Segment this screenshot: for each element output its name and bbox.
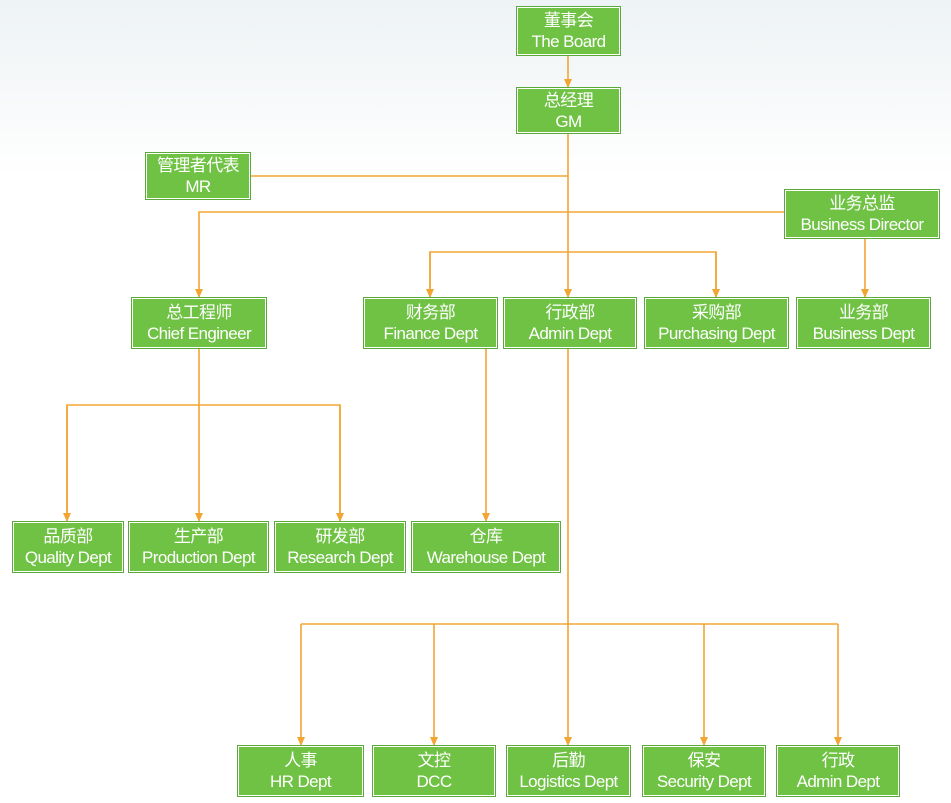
node-security: 保安 Security Dept bbox=[643, 746, 765, 796]
node-admin-2: 行政 Admin Dept bbox=[777, 746, 899, 796]
node-finance-en: Finance Dept bbox=[383, 324, 479, 343]
node-dcc-en: DCC bbox=[416, 772, 452, 791]
node-quality: 品质部 Quality Dept bbox=[13, 522, 123, 572]
node-hr-zh: 人事 bbox=[284, 751, 317, 770]
node-hr-en: HR Dept bbox=[270, 772, 332, 791]
node-logistics-en: Logistics Dept bbox=[519, 772, 618, 791]
node-dcc-zh: 文控 bbox=[417, 751, 451, 770]
node-quality-en: Quality Dept bbox=[24, 548, 112, 567]
node-quality-zh: 品质部 bbox=[43, 527, 93, 546]
node-gm-zh: 总经理 bbox=[543, 90, 594, 110]
node-production: 生产部 Production Dept bbox=[129, 522, 268, 572]
node-mr: 管理者代表 MR bbox=[146, 153, 250, 199]
node-research-en: Research Dept bbox=[287, 548, 393, 567]
node-chief-engineer: 总工程师 Chief Engineer bbox=[132, 298, 266, 348]
node-warehouse: 仓库 Warehouse Dept bbox=[412, 522, 560, 572]
node-board-zh: 董事会 bbox=[543, 11, 594, 30]
node-purchasing: 采购部 Purchasing Dept bbox=[645, 298, 788, 348]
node-bizdir-en: Business Director bbox=[800, 215, 924, 234]
connector-chief-branch bbox=[66, 404, 341, 522]
connector-bizdir-chief bbox=[195, 211, 785, 298]
node-warehouse-en: Warehouse Dept bbox=[426, 548, 546, 567]
node-security-zh: 保安 bbox=[687, 751, 721, 770]
node-finance-zh: 财务部 bbox=[405, 303, 456, 322]
node-business-director: 业务总监 Business Director bbox=[785, 190, 939, 238]
node-business-en: Business Dept bbox=[812, 324, 915, 343]
node-gm-en: GM bbox=[555, 111, 582, 131]
node-gm: 总经理 GM bbox=[517, 88, 620, 133]
node-mr-en: MR bbox=[185, 177, 211, 196]
node-research: 研发部 Research Dept bbox=[275, 522, 405, 572]
node-admin-zh: 行政部 bbox=[545, 303, 595, 322]
node-warehouse-zh: 仓库 bbox=[469, 527, 503, 546]
node-chief-en: Chief Engineer bbox=[146, 324, 252, 343]
node-dcc: 文控 DCC bbox=[373, 746, 495, 796]
node-production-en: Production Dept bbox=[142, 548, 256, 567]
node-finance: 财务部 Finance Dept bbox=[364, 298, 497, 348]
node-security-en: Security Dept bbox=[656, 772, 752, 791]
node-mr-zh: 管理者代表 bbox=[157, 156, 240, 175]
node-admin2-zh: 行政 bbox=[821, 751, 855, 770]
node-admin2-en: Admin Dept bbox=[796, 772, 880, 791]
node-chief-zh: 总工程师 bbox=[166, 303, 232, 322]
connector-finance bbox=[429, 251, 717, 298]
node-research-zh: 研发部 bbox=[315, 527, 365, 546]
node-bizdir-zh: 业务总监 bbox=[829, 194, 895, 213]
node-hr: 人事 HR Dept bbox=[238, 746, 363, 796]
node-admin: 行政部 Admin Dept bbox=[504, 298, 636, 348]
node-board: 董事会 The Board bbox=[517, 7, 620, 55]
node-board-en: The Board bbox=[531, 32, 607, 51]
node-logistics: 后勤 Logistics Dept bbox=[507, 746, 630, 796]
node-business-zh: 业务部 bbox=[838, 303, 889, 322]
node-admin-en: Admin Dept bbox=[528, 324, 612, 343]
node-purchasing-en: Purchasing Dept bbox=[658, 324, 775, 343]
node-business: 业务部 Business Dept bbox=[797, 298, 930, 348]
node-purchasing-zh: 采购部 bbox=[691, 303, 742, 322]
node-logistics-zh: 后勤 bbox=[552, 751, 585, 770]
node-production-zh: 生产部 bbox=[173, 527, 224, 546]
